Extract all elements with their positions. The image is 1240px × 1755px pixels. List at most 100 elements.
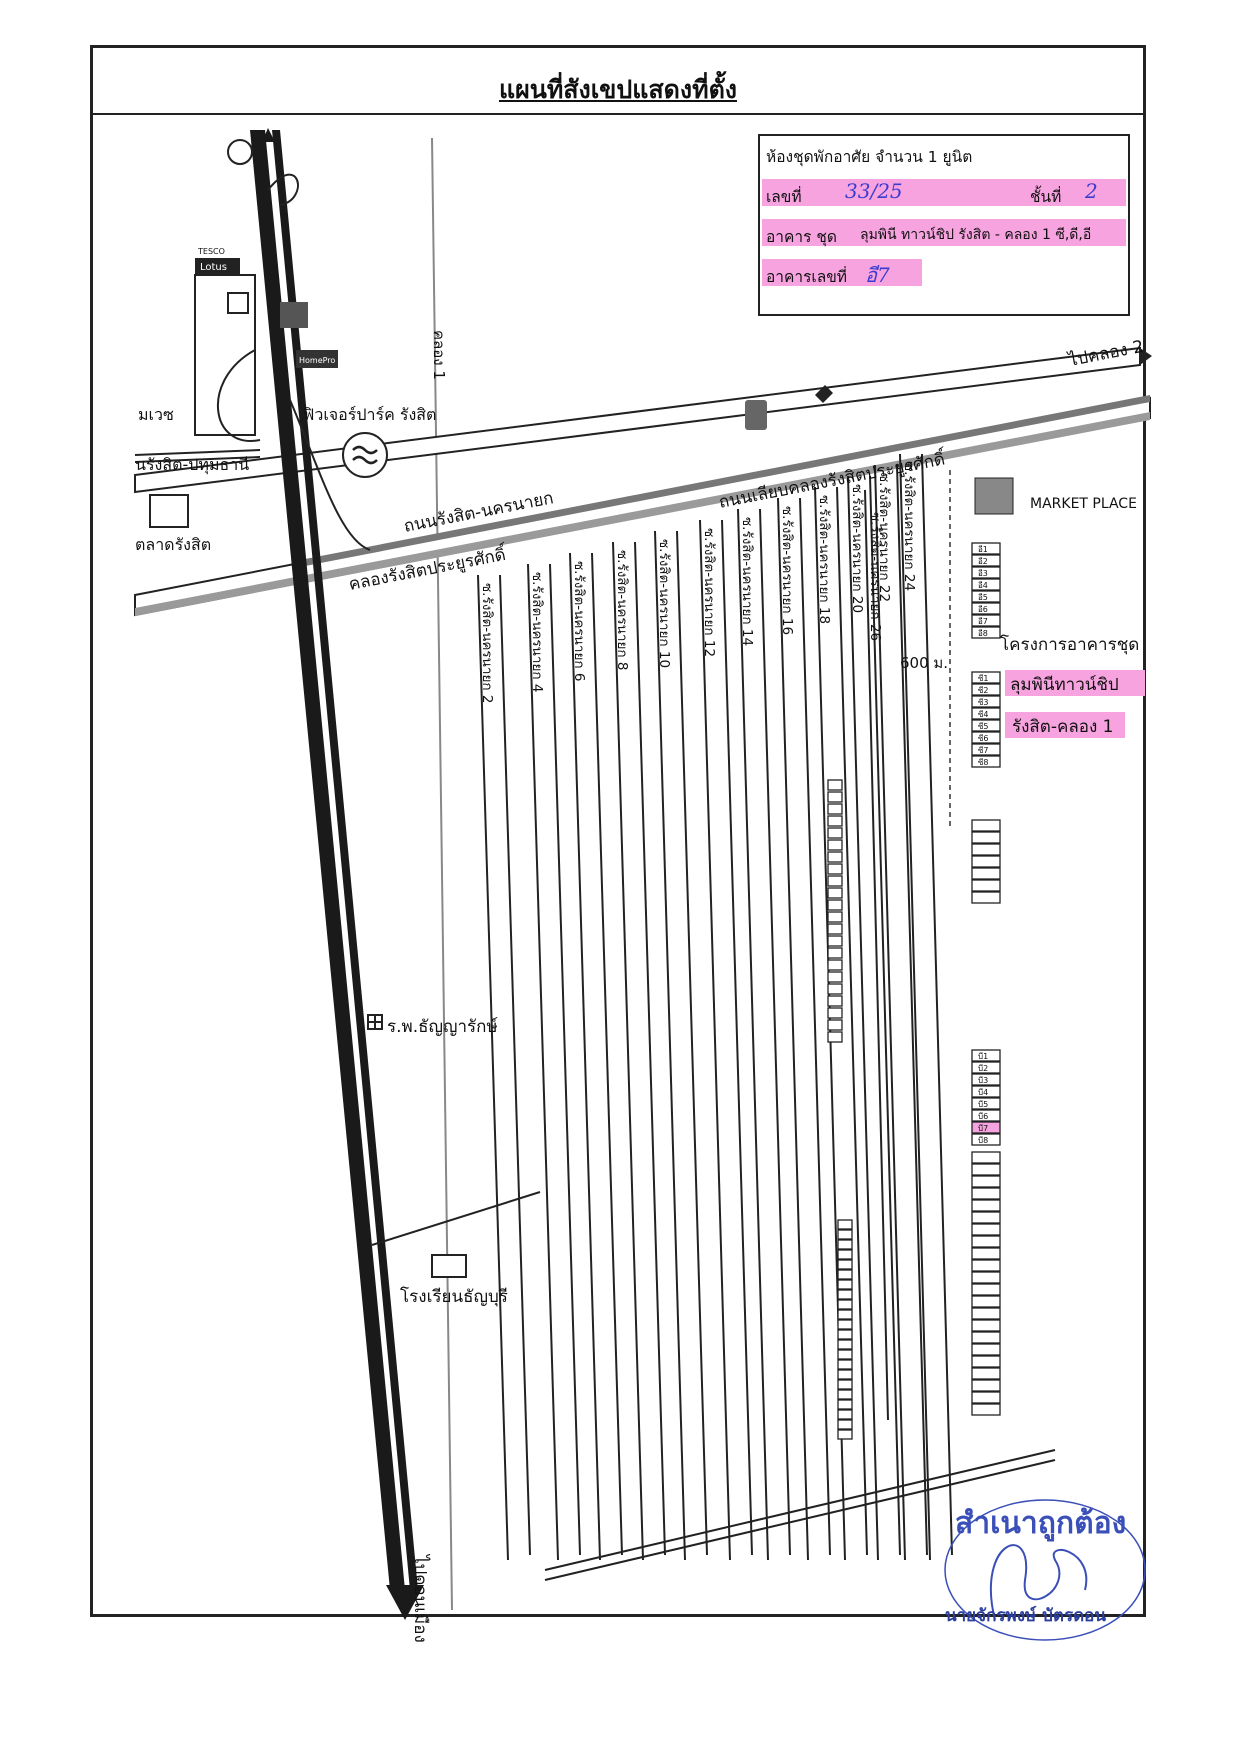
building-mid-1-label: ซี1 (978, 674, 989, 683)
distance-label: 600 ม. (900, 654, 948, 672)
certified-copy-stamp: สำเนาถูกต้อง (955, 1506, 1127, 1541)
building-row-7 (971, 891, 1001, 904)
building-value: ลุมพินี ทาวน์ชิป รังสิต - คลอง 1 ซี,ดี,อ… (860, 227, 1092, 243)
building-side-b-19 (837, 1399, 853, 1410)
building-row-1 (971, 819, 1001, 832)
building-side-a-2 (827, 791, 843, 803)
building-bottom-5 (971, 1199, 1001, 1212)
soi-line-edge-6 (721, 519, 753, 1556)
building-lower-5 (971, 1097, 1001, 1110)
building-lower-6-label: บี6 (978, 1112, 988, 1121)
building-side-b-1 (837, 1219, 853, 1230)
building-side-a-10 (827, 887, 843, 899)
building-lower-6 (971, 1109, 1001, 1122)
school-road (371, 1191, 541, 1246)
building-bottom-19 (971, 1367, 1001, 1380)
building-mid-1 (971, 671, 1001, 684)
building-row-highlight (762, 219, 1126, 246)
school-icon (431, 1254, 467, 1278)
soi-line-edge-8 (799, 497, 831, 1556)
building-side-a-3 (827, 803, 843, 815)
klong1-canal (431, 137, 453, 1611)
building-lower-1 (971, 1049, 1001, 1062)
building-side-b-20 (837, 1409, 853, 1420)
building-side-b-22 (837, 1429, 853, 1440)
building-bottom-9 (971, 1247, 1001, 1260)
building-side-b-21 (837, 1419, 853, 1430)
canal-hatch (300, 395, 1150, 567)
soi-line-8 (777, 497, 809, 1561)
building-upper-1 (971, 542, 1001, 555)
soi-line-edge-3 (591, 552, 623, 1556)
highway-north-arrow (262, 128, 275, 142)
map-frame: แผนที่สังเขปแสดงที่ตั้ง (90, 45, 1146, 1617)
building-side-b-7 (837, 1279, 853, 1290)
talad-rangsit-label: ตลาดรังสิต (135, 535, 211, 554)
building-side-a-7 (827, 851, 843, 863)
building-side-b-15 (837, 1359, 853, 1370)
building-upper-7 (971, 614, 1001, 627)
soi-line-edge-1 (499, 574, 531, 1556)
soi-label-3: ซ.รังสิต-นครนายก 6 (571, 561, 587, 681)
soi-line-5 (654, 530, 686, 1561)
unit-info-box: ห้องชุดพักอาศัย จำนวน 1 ยูนิต เลขที่ 33/… (758, 134, 1130, 316)
building-bottom-22 (971, 1403, 1001, 1416)
project-label-1: โครงการอาคารชุด (1000, 634, 1139, 655)
building-row-4 (971, 855, 1001, 868)
building-upper-3-label: อี3 (978, 569, 988, 578)
building-side-a-11 (827, 899, 843, 911)
to-city-label: ไปดอนเมือง (410, 1553, 431, 1643)
building-side-b-13 (837, 1339, 853, 1350)
building-bottom-12 (971, 1283, 1001, 1296)
soi-lines (477, 453, 953, 1561)
building-upper-8-label: อี8 (978, 629, 988, 638)
building-bottom-20 (971, 1379, 1001, 1392)
soi-line-edge-4 (634, 541, 666, 1556)
building-side-b-17 (837, 1379, 853, 1390)
building-mid-2 (971, 683, 1001, 696)
building-bottom-2 (971, 1163, 1001, 1176)
building-bottom-14 (971, 1307, 1001, 1320)
market-icon (149, 494, 189, 528)
interchange-ramp (289, 399, 371, 551)
future-park-label: ฟิวเจอร์ปาร์ค รังสิต (303, 405, 436, 424)
building-side-a-22 (827, 1031, 843, 1043)
soi-line-11 (874, 464, 906, 1561)
soi-line-edge-5 (676, 530, 708, 1556)
building-upper-6-label: อี6 (978, 605, 988, 614)
unit-row: เลขที่ 33/25 ชั้นที่ 2 (760, 176, 1128, 214)
building-side-b-6 (837, 1269, 853, 1280)
building-side-b-11 (837, 1319, 853, 1330)
building-mid-4 (971, 707, 1001, 720)
building-bottom-4 (971, 1187, 1001, 1200)
floor-value: 2 (1085, 179, 1098, 203)
rangsit-pathum-road (134, 449, 261, 456)
page-title: แผนที่สังเขปแสดงที่ตั้ง (498, 75, 738, 104)
floor-label: ชั้นที่ (1030, 188, 1062, 206)
building-lower-3-label: บี3 (978, 1076, 988, 1085)
tesco-label: TESCO (197, 247, 225, 256)
building-upper-7-label: อี7 (978, 617, 988, 626)
soi-line-10 (847, 475, 879, 1561)
building-mid-3 (971, 695, 1001, 708)
building-mid-5 (971, 719, 1001, 732)
building-side-a-16 (827, 959, 843, 971)
building-bottom-17 (971, 1343, 1001, 1356)
klong1-label: คลอง 1 (430, 330, 448, 380)
building-side-b-4 (837, 1249, 853, 1260)
building-side-b-16 (837, 1369, 853, 1380)
to-city-arrow (386, 1585, 424, 1620)
title-bar: แผนที่สังเขปแสดงที่ตั้ง (93, 48, 1143, 115)
project-highlight-2 (1005, 712, 1125, 738)
building-side-a-14 (827, 935, 843, 947)
building-bottom-3 (971, 1175, 1001, 1188)
building-side-a-6 (827, 839, 843, 851)
building-bottom-15 (971, 1319, 1001, 1332)
interchange-loop-top (267, 173, 299, 206)
soi-line-2 (527, 563, 559, 1561)
building-row-6 (971, 879, 1001, 892)
building-side-a-15 (827, 947, 843, 959)
building-mid-4-label: ซี4 (978, 710, 989, 719)
building-side-b-3 (837, 1239, 853, 1250)
to-klong2-arrow (1140, 348, 1152, 365)
